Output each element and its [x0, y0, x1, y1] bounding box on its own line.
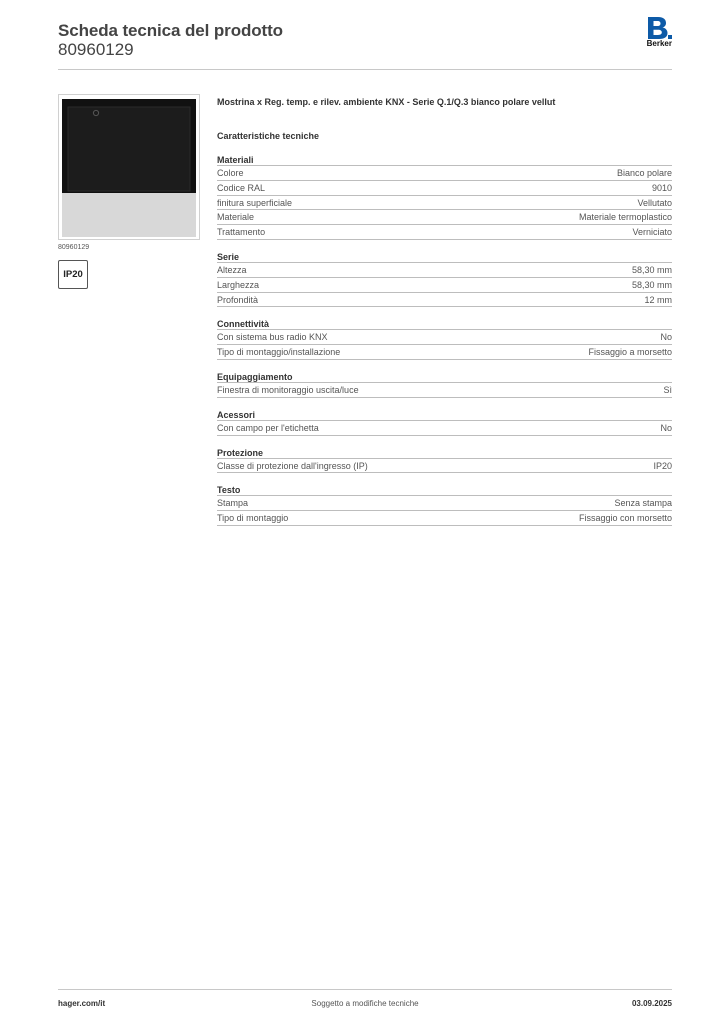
spec-value: Bianco polare: [616, 168, 672, 178]
spec-row: Altezza 58,30 mm: [217, 263, 672, 278]
spec-group-title: Testo: [217, 484, 672, 497]
page-footer: hager.com/it Soggetto a modifiche tecnic…: [58, 989, 672, 1013]
spec-group-equipaggiamento: Equipaggiamento Finestra di monitoraggio…: [217, 371, 672, 398]
spec-group-materiali: Materiali Colore Bianco polare Codice RAL…: [217, 154, 672, 240]
product-details: Mostrina x Reg. temp. e rilev. ambiente …: [217, 95, 672, 526]
spec-value: Verniciato: [632, 227, 672, 238]
spec-row: Con sistema bus radio KNX No: [217, 330, 672, 346]
spec-value: IP20: [653, 460, 672, 471]
spec-value: 12 mm: [644, 294, 672, 305]
spec-group-title: Equipaggiamento: [217, 371, 672, 383]
spec-row: Colore Bianco polare: [217, 166, 672, 181]
spec-label: Altezza: [217, 264, 247, 275]
spec-label: Con campo per l'etichetta: [217, 422, 319, 433]
berker-logo-icon: [648, 17, 672, 39]
spec-row: Con campo per l'etichetta No: [217, 421, 672, 436]
spec-value: Sì: [663, 384, 672, 395]
spec-label: Stampa: [217, 498, 249, 509]
footer-website-link[interactable]: hager.com/it: [58, 999, 106, 1008]
spec-value: 58,30 mm: [631, 279, 672, 290]
spec-group-title: Protezione: [217, 447, 672, 459]
spec-value: Materiale termoplastico: [578, 212, 672, 223]
spec-group-connettivita: Connettività Con sistema bus radio KNX No…: [217, 318, 672, 360]
specs-heading: Caratteristiche tecniche: [217, 131, 320, 141]
spec-value: No: [660, 332, 672, 343]
spec-label: Larghezza: [217, 279, 260, 290]
spec-value: Vellutato: [637, 197, 672, 208]
logo-wordmark: Berker: [646, 39, 672, 48]
spec-row: Larghezza 58,30 mm: [217, 278, 672, 293]
spec-row: Classe di protezione dall'ingresso (IP) I…: [217, 459, 672, 474]
spec-row: Materiale Materiale termoplastico: [217, 210, 672, 226]
spec-label: Profondità: [217, 294, 259, 305]
spec-group-protezione: Protezione Classe di protezione dall'ing…: [217, 447, 672, 474]
spec-row: finitura superficiale Vellutato: [217, 196, 672, 211]
spec-value: Fissaggio a morsetto: [588, 347, 672, 358]
spec-row: Trattamento Verniciato: [217, 225, 672, 240]
product-name: Mostrina x Reg. temp. e rilev. ambiente …: [217, 97, 556, 107]
spec-value: 9010: [651, 182, 672, 193]
page-product-code: 80960129: [58, 40, 134, 59]
spec-group-title: Connettività: [217, 318, 672, 331]
spec-row: Codice RAL 9010: [217, 181, 672, 196]
spec-value: Fissaggio con morsetto: [578, 513, 672, 524]
product-image-frame: [58, 94, 200, 240]
spec-value: Senza stampa: [614, 498, 672, 509]
product-image: [62, 99, 196, 237]
spec-value: No: [660, 422, 672, 433]
page-title: Scheda tecnica del prodotto: [58, 21, 283, 40]
spec-label: Tipo di montaggio: [217, 513, 289, 524]
spec-label: Colore: [217, 168, 244, 178]
spec-row: Finestra di monitoraggio uscita/luce Sì: [217, 383, 672, 398]
ip-rating-badge: IP20: [58, 260, 88, 289]
berker-logo: Berker: [638, 16, 672, 52]
product-code-caption: 80960129: [58, 244, 90, 251]
spec-group-title: Acessori: [217, 409, 672, 421]
spec-label: Trattamento: [217, 227, 266, 238]
spec-row: Stampa Senza stampa: [217, 496, 672, 512]
spec-group-testo: Testo Stampa Senza stampa Tipo di montagg…: [217, 484, 672, 526]
spec-label: Finestra di monitoraggio uscita/luce: [217, 384, 359, 395]
page-header: Scheda tecnica del prodotto 80960129 Ber…: [58, 17, 672, 70]
footer-notice: Soggetto a modifiche tecniche: [311, 999, 419, 1008]
spec-row: Tipo di montaggio/installazione Fissaggio…: [217, 345, 672, 360]
spec-label: Tipo di montaggio/installazione: [217, 347, 341, 358]
spec-row: Tipo di montaggio Fissaggio con morsetto: [217, 511, 672, 526]
spec-row: Profondità 12 mm: [217, 293, 672, 308]
footer-date: 03.09.2025: [631, 999, 672, 1008]
spec-label: Codice RAL: [217, 182, 266, 193]
spec-label: Con sistema bus radio KNX: [217, 332, 328, 343]
spec-label: Classe di protezione dall'ingresso (IP): [217, 460, 368, 471]
spec-group-title: Materiali: [217, 154, 672, 166]
spec-group-title: Serie: [217, 251, 672, 263]
spec-group-acessori: Acessori Con campo per l'etichetta No: [217, 409, 672, 436]
spec-value: 58,30 mm: [631, 264, 672, 275]
spec-label: finitura superficiale: [217, 197, 293, 208]
spec-label: Materiale: [217, 212, 255, 223]
